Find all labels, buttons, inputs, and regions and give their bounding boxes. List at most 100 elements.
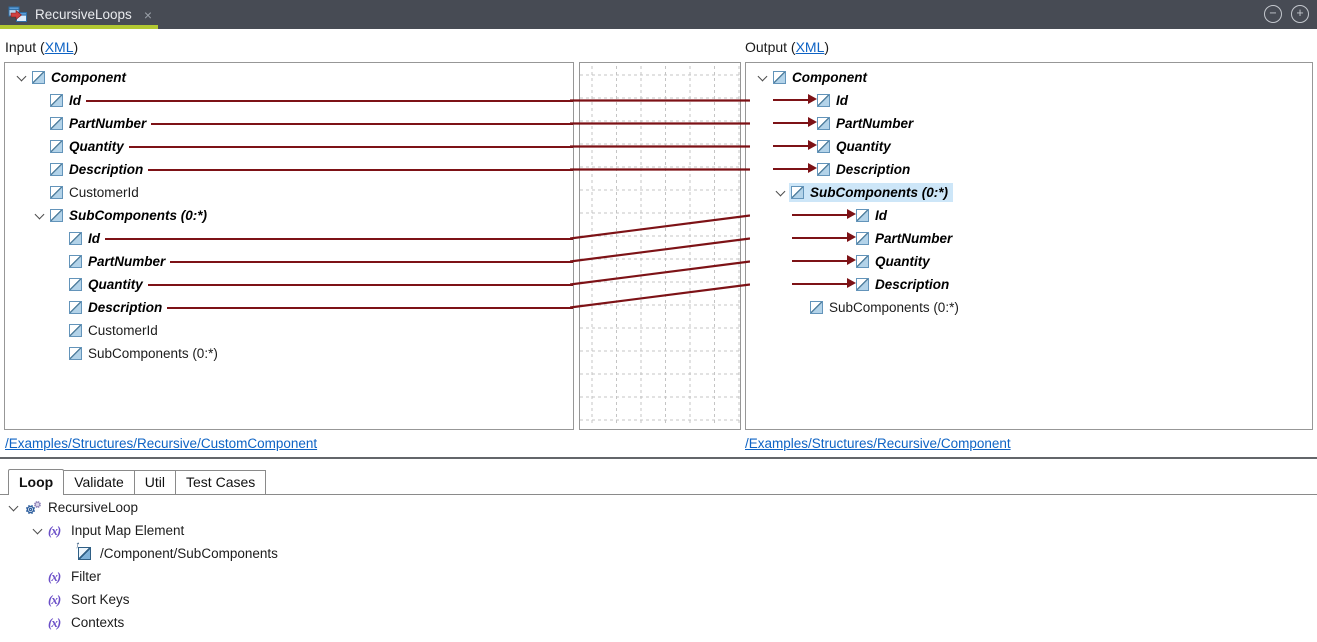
input-tree-item[interactable]: Quantity [5,273,573,296]
loop-tree-item[interactable]: (x) Input Map Element [0,519,1317,542]
tree-item-label: SubComponents (0:*) [88,346,218,361]
element-icon [773,71,786,84]
input-tree-item[interactable]: Component [5,66,573,89]
tree-item-label: SubComponents (0:*) [829,300,959,315]
mapping-line[interactable] [86,99,573,102]
tree-item-label: RecursiveLoop [48,500,139,515]
output-structure-path-link[interactable]: /Examples/Structures/Recursive/Component [745,436,1011,451]
loop-tree-item[interactable]: ↑/Component/SubComponents [0,540,1317,565]
mapping-arrow[interactable] [792,227,856,250]
function-icon: (x) [48,522,61,538]
output-tree-item[interactable]: Quantity [746,135,1312,158]
mapping-line[interactable] [128,145,573,148]
output-tree-item[interactable]: Id [746,89,1312,112]
chevron-spacer [51,273,69,296]
input-tree-item[interactable]: Description [5,296,573,319]
output-tree-item[interactable]: SubComponents (0:*) [746,296,1312,319]
input-tree-item[interactable]: PartNumber [5,250,573,273]
input-tree-item[interactable]: CustomerId [5,181,573,204]
output-tree-item[interactable]: Description [746,158,1312,181]
element-icon [856,255,869,268]
mapping-line[interactable] [167,306,573,309]
mapping-line[interactable] [105,237,573,240]
element-icon [50,163,63,176]
output-tree-item[interactable]: Id [746,204,1312,227]
expand-icon[interactable]: + [1291,5,1309,23]
input-tree-item[interactable]: SubComponents (0:*) [5,342,573,365]
input-tree-item[interactable]: Id [5,227,573,250]
input-xml-link[interactable]: XML [44,39,74,55]
tree-item-label: Description [88,300,163,315]
input-tree-item[interactable]: Description [5,158,573,181]
output-path-text[interactable]: /Examples/Structures/Recursive/Component [745,436,1011,451]
input-tree-item[interactable]: CustomerId [5,319,573,342]
expander-chevron-icon[interactable] [14,66,32,89]
output-header: Output (XML) [745,39,829,55]
expander-chevron-icon[interactable] [6,496,24,519]
document-tab[interactable]: RecursiveLoops × [0,0,162,29]
output-tree-item[interactable]: Description [746,273,1312,296]
mapping-arrow[interactable] [773,158,817,181]
output-xml-link[interactable]: XML [795,39,825,55]
tab-util[interactable]: Util [134,470,177,494]
input-header-close: ) [73,39,79,55]
expander-chevron-icon[interactable] [32,204,50,227]
map-document-icon [8,6,27,22]
editor-tab-bar: RecursiveLoops × − + [0,0,1317,29]
input-tree-item[interactable]: Id [5,89,573,112]
mapping-line[interactable] [170,260,573,263]
mapping-arrow[interactable] [792,204,856,227]
mapping-arrow-line [773,99,809,101]
loop-tree-item[interactable]: RecursiveLoop [0,496,1317,519]
tab-loop[interactable]: Loop [8,469,65,495]
loop-tree-item[interactable]: (x)Filter [0,565,1317,588]
expander-chevron-icon[interactable] [755,66,773,89]
output-tree-item[interactable]: PartNumber [746,112,1312,135]
input-path-text[interactable]: /Examples/Structures/Recursive/CustomCom… [5,436,318,451]
input-tree-item[interactable]: SubComponents (0:*) [5,204,573,227]
chevron-spacer [32,89,50,112]
horizontal-splitter[interactable] [0,457,1317,459]
tree-item-label: PartNumber [69,116,147,131]
input-header: Input (XML) [5,39,78,55]
mapping-arrow[interactable] [792,250,856,273]
expander-chevron-icon[interactable] [773,181,791,204]
tree-item-label: Contexts [71,615,125,630]
element-ref-square [78,547,91,560]
mapping-line[interactable] [148,168,573,171]
output-tree-item[interactable]: PartNumber [746,227,1312,250]
tree-item-label: SubComponents (0:*) [69,208,207,223]
mapping-arrow[interactable] [792,273,856,296]
input-tree-item[interactable]: PartNumber [5,112,573,135]
loop-tree-item[interactable]: (x)Sort Keys [0,588,1317,611]
tree-item-label: PartNumber [836,116,914,131]
loop-detail-tree: RecursiveLoop (x) Input Map Element ↑/Compo… [0,496,1317,642]
mapping-line[interactable] [151,122,573,125]
close-icon[interactable]: × [143,6,152,23]
output-tree-item[interactable]: Quantity [746,250,1312,273]
tab-test-cases[interactable]: Test Cases [176,470,267,494]
output-header-text: Output ( [745,39,796,55]
tab-validate[interactable]: Validate [64,470,135,494]
chevron-spacer [51,250,69,273]
mapping-line[interactable] [147,283,573,286]
chevron-spacer [32,112,50,135]
loop-tree-item[interactable]: (x)Contexts [0,611,1317,634]
mapping-arrow[interactable] [773,135,817,158]
input-structure-path-link[interactable]: /Examples/Structures/Recursive/CustomCom… [5,436,317,451]
output-header-close: ) [824,39,830,55]
input-header-text: Input ( [5,39,45,55]
output-tree-item[interactable]: SubComponents (0:*) [746,181,1312,204]
mapping-arrow[interactable] [773,112,817,135]
mapping-arrow-line [792,214,848,216]
mapping-arrow-line [792,283,848,285]
mapping-arrow[interactable] [773,89,817,112]
output-tree-item[interactable]: Component [746,66,1312,89]
input-tree-item[interactable]: Quantity [5,135,573,158]
tree-item-label: Input Map Element [71,523,185,538]
mapping-canvas[interactable] [579,62,741,430]
expander-chevron-icon[interactable] [30,519,48,542]
chevron-spacer [30,565,48,588]
element-icon [69,347,82,360]
collapse-icon[interactable]: − [1264,5,1282,23]
